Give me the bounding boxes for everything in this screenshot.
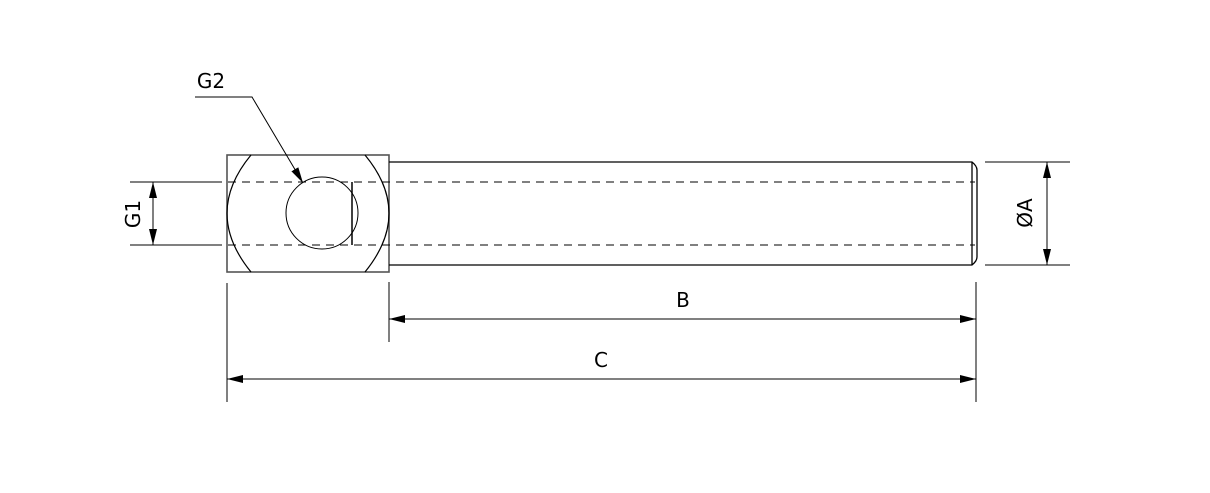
label-g2: G2 <box>197 69 225 93</box>
label-diameter-a: ØA <box>1013 198 1037 228</box>
cross-hole <box>285 176 359 250</box>
b-dimension <box>388 282 977 402</box>
block-head <box>226 154 390 273</box>
label-c: C <box>594 348 608 372</box>
c-dimension <box>226 283 976 402</box>
g1-dimension <box>130 181 215 246</box>
diameter-a-dimension <box>985 161 1070 266</box>
rod <box>389 161 978 266</box>
hidden-lines <box>130 181 975 246</box>
g2-leader <box>195 96 304 184</box>
label-b: B <box>676 288 690 312</box>
label-g1: G1 <box>121 200 145 228</box>
